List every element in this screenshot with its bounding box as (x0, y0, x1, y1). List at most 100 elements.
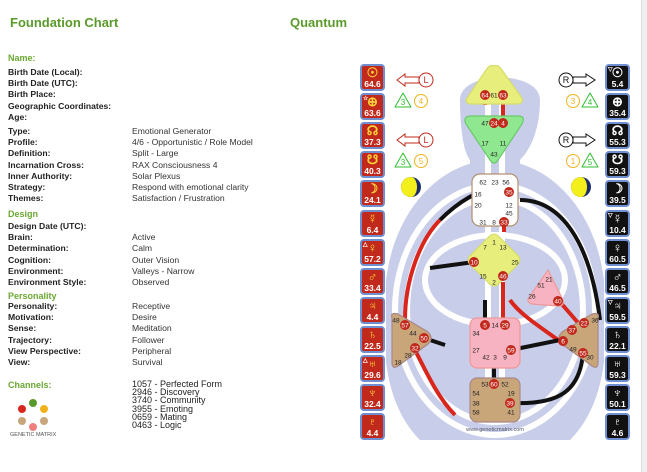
gate-12[interactable]: 12 (505, 202, 513, 209)
gate-48[interactable]: 48 (392, 317, 400, 324)
gate-16[interactable]: 16 (474, 191, 482, 198)
planet-personality-12[interactable]: ♇4.6 (605, 413, 630, 441)
gate-20[interactable]: 20 (474, 202, 482, 209)
gate-63[interactable]: 63 (498, 90, 508, 100)
planet-design-12[interactable]: ♇4.4 (360, 413, 385, 441)
gate-62[interactable]: 62 (479, 179, 487, 186)
planet-design-10[interactable]: △♅29.6 (360, 355, 385, 382)
gate-1[interactable]: 1 (492, 239, 496, 246)
gate-61[interactable]: 61 (490, 92, 498, 99)
svg-text:L: L (423, 135, 428, 145)
gate-18[interactable]: 18 (394, 359, 402, 366)
gate-36[interactable]: 36 (591, 317, 599, 324)
field-label: Inner Authority: (8, 170, 73, 181)
planet-design-4[interactable]: ☽24.1 (360, 180, 385, 208)
planet-personality-5[interactable]: ▽☿10.4 (605, 209, 630, 237)
planet-symbol-icon: ☋ (366, 152, 379, 168)
gate-38[interactable]: 38 (472, 400, 480, 407)
gate-32[interactable]: 32 (410, 343, 420, 353)
gate-21[interactable]: 21 (545, 276, 553, 283)
gate-59[interactable]: 59 (506, 345, 516, 355)
gate-42[interactable]: 42 (482, 354, 490, 361)
gate-17[interactable]: 17 (481, 140, 489, 147)
gate-64[interactable]: 64 (480, 90, 490, 100)
planet-design-9[interactable]: ♄22.5 (360, 325, 385, 353)
gate-39[interactable]: 39 (505, 398, 515, 408)
planet-design-8[interactable]: ♃4.4 (360, 296, 385, 324)
gate-44[interactable]: 44 (409, 330, 417, 337)
right-arrow-icon: R (558, 132, 596, 148)
planet-design-11[interactable]: ♆32.4 (360, 384, 385, 412)
gate-51[interactable]: 51 (537, 282, 545, 289)
gate-11[interactable]: 11 (500, 140, 507, 147)
gate-25[interactable]: 25 (511, 259, 519, 266)
gate-5[interactable]: 5 (480, 320, 490, 330)
gate-34[interactable]: 34 (472, 330, 480, 337)
gate-27[interactable]: 27 (472, 347, 480, 354)
gate-53[interactable]: 53 (481, 381, 489, 388)
gate-23[interactable]: 23 (491, 179, 499, 186)
gate-7[interactable]: 7 (483, 244, 487, 251)
gate-14[interactable]: 14 (491, 322, 499, 329)
personality-row: Motivation:Desire (8, 312, 348, 323)
planet-design-3[interactable]: ☋40.3 (360, 151, 385, 179)
planet-personality-3[interactable]: ☋59.3 (605, 151, 630, 179)
gate-22[interactable]: 22 (579, 318, 589, 328)
gate-19[interactable]: 19 (507, 390, 515, 397)
gate-52[interactable]: 52 (501, 381, 509, 388)
svg-text:5: 5 (419, 157, 424, 166)
gate-41[interactable]: 41 (507, 409, 515, 416)
planet-design-2[interactable]: ☊37.3 (360, 122, 385, 150)
planet-design-1[interactable]: ☆⊕63.6 (360, 93, 385, 121)
gate-10[interactable]: 10 (469, 257, 479, 267)
gate-43[interactable]: 43 (490, 151, 498, 158)
planet-personality-10[interactable]: ♅59.3 (605, 355, 630, 382)
planet-design-7[interactable]: ♂33.4 (360, 267, 385, 295)
gate-3[interactable]: 3 (493, 354, 497, 361)
planet-personality-6[interactable]: ♀60.5 (605, 238, 630, 266)
gate-2[interactable]: 2 (492, 279, 496, 286)
gate-45[interactable]: 45 (505, 210, 513, 217)
planet-personality-8[interactable]: ▽♃59.5 (605, 296, 630, 324)
gate-15[interactable]: 15 (479, 273, 487, 280)
planet-personality-0[interactable]: ▽☉5.4 (605, 64, 630, 91)
gate-46[interactable]: 46 (498, 271, 508, 281)
gate-26[interactable]: 26 (528, 293, 536, 300)
planet-personality-1[interactable]: ⊕35.4 (605, 93, 630, 121)
planet-personality-11[interactable]: ♆50.1 (605, 384, 630, 412)
gate-35[interactable]: 35 (504, 187, 514, 197)
gate-40[interactable]: 40 (553, 296, 563, 306)
gate-33[interactable]: 33 (499, 217, 509, 227)
gate-24[interactable]: 24 (489, 118, 499, 128)
gate-28[interactable]: 28 (404, 352, 412, 359)
gate-60[interactable]: 60 (489, 379, 499, 389)
planet-personality-2[interactable]: ☊55.3 (605, 122, 630, 150)
planet-personality-7[interactable]: ♂46.5 (605, 267, 630, 295)
gate-49[interactable]: 49 (569, 346, 577, 353)
gate-54[interactable]: 54 (472, 390, 480, 397)
gate-58[interactable]: 58 (472, 409, 480, 416)
gate-13[interactable]: 13 (499, 244, 507, 251)
gate-55[interactable]: 55 (578, 348, 588, 358)
scrollbar[interactable] (641, 0, 647, 472)
planet-personality-9[interactable]: ♄22.1 (605, 325, 630, 353)
gate-29[interactable]: 29 (500, 320, 510, 330)
gate-57[interactable]: 57 (400, 320, 410, 330)
field-label: Cognition: (8, 254, 51, 265)
gate-30[interactable]: 30 (586, 354, 594, 361)
planet-personality-4[interactable]: ☽39.5 (605, 180, 630, 208)
gate-9[interactable]: 9 (503, 354, 507, 361)
planet-design-6[interactable]: △♀57.2 (360, 238, 385, 266)
gate-56[interactable]: 56 (502, 179, 510, 186)
moon-phase-icon (401, 177, 421, 197)
gate-37[interactable]: 37 (567, 325, 577, 335)
planet-gate-value: 64.6 (364, 79, 381, 89)
gate-47[interactable]: 47 (481, 120, 489, 127)
gate-4[interactable]: 4 (498, 118, 508, 128)
gate-31[interactable]: 31 (479, 219, 487, 226)
planet-design-0[interactable]: ☉64.6 (360, 64, 385, 91)
gate-8[interactable]: 8 (492, 219, 496, 226)
gate-6[interactable]: 6 (558, 336, 568, 346)
gate-50[interactable]: 50 (419, 333, 429, 343)
planet-design-5[interactable]: ☿6.4 (360, 209, 385, 237)
